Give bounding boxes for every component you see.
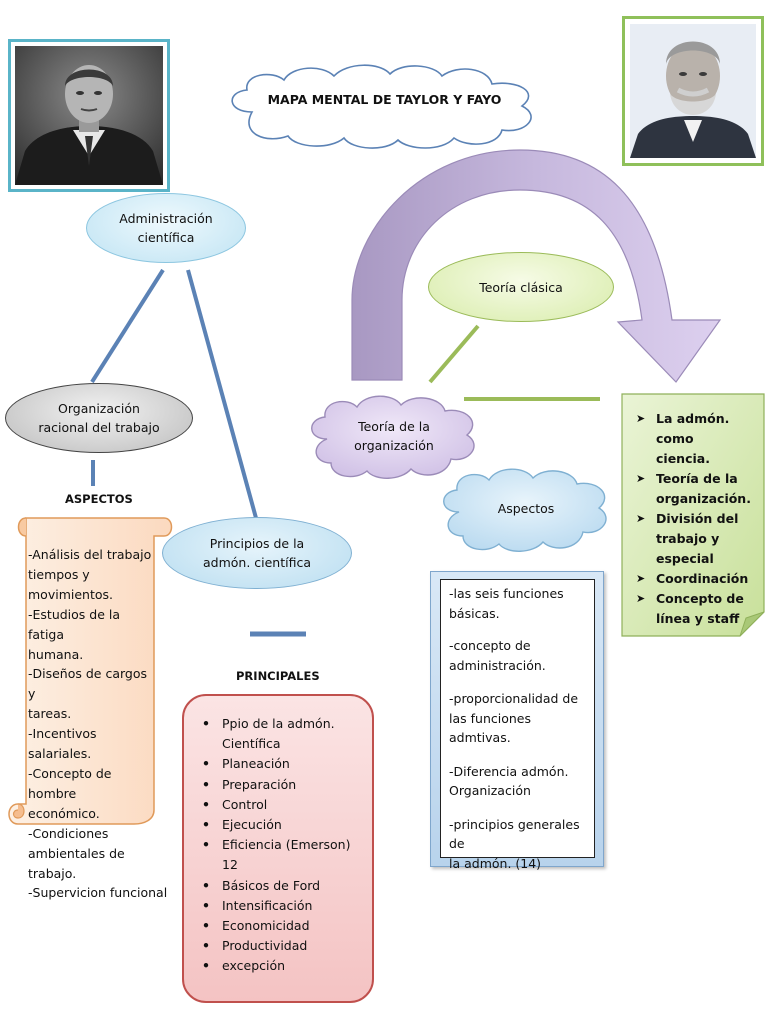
aspectos-line: movimientos.: [28, 586, 113, 602]
funciones-item: -principios generales de la admón. (14): [449, 816, 580, 871]
aspectos-line: -Estudios de la fatiga: [28, 606, 121, 642]
funciones-list: -las seis funciones básicas. -concepto d…: [449, 584, 594, 873]
principales-item: Planeación: [190, 754, 370, 774]
aspectos-line: tareas.: [28, 706, 72, 722]
principales-item: Productividad: [190, 936, 370, 956]
aspectos-line: -Incentivos salariales.: [28, 726, 97, 762]
aspectos-cloud-shape: [443, 468, 607, 552]
node-teoria-organizacion-label: Teoría de la organización: [354, 419, 434, 453]
aspectos-line: -Concepto de hombre: [28, 765, 112, 801]
node-administracion-cientifica-label: Administración científica: [119, 211, 213, 245]
fayol-item: División del trabajo y especial: [636, 509, 760, 569]
principales-item: excepción: [190, 956, 370, 976]
aspectos-line: económico.: [28, 805, 100, 821]
principales-item: Control: [190, 795, 370, 815]
principales-item: Ppio de la admón. Científica: [190, 714, 370, 754]
portrait-photo-taylor: [15, 46, 163, 185]
connector-admin-principios: [186, 269, 258, 519]
aspectos-line: -Análisis del trabajo: [28, 547, 152, 562]
principales-heading: PRINCIPALES: [236, 669, 320, 683]
principales-item: Eficiencia (Emerson) 12: [190, 835, 370, 875]
node-principios-label: Principios de la admón. científica: [202, 536, 312, 570]
fayol-list: La admón. como ciencia. Teoría de la org…: [636, 409, 760, 629]
principales-list: Ppio de la admón. Científica Planeación …: [190, 714, 370, 977]
portrait-photo-fayol: [630, 24, 756, 158]
teoria-organizacion-cloud-shape: [311, 395, 475, 479]
node-teoria-clasica: Teoría clásica: [428, 252, 614, 322]
node-aspectos-cloud-label: Aspectos: [497, 500, 555, 516]
page-title: MAPA MENTAL DE TAYLOR Y FAYO: [267, 92, 502, 107]
node-administracion-cientifica: Administración científica: [86, 193, 246, 263]
aspectos-scroll-shape: [8, 517, 173, 825]
principales-item: Ejecución: [190, 815, 370, 835]
aspectos-heading: ASPECTOS: [65, 492, 133, 506]
aspectos-line: -Supervicion funcional: [28, 885, 168, 901]
aspectos-line: humana.: [28, 646, 84, 662]
principales-item: Intensificación: [190, 896, 370, 916]
fayol-item: Concepto de línea y staff: [636, 589, 760, 629]
taylor-photo-frame: [8, 39, 170, 192]
principales-item: Economicidad: [190, 916, 370, 936]
fayol-item: Teoría de la organización.: [636, 469, 760, 509]
principales-item: Básicos de Ford: [190, 876, 370, 896]
fayol-item: Coordinación: [636, 569, 760, 589]
aspectos-line: -Condiciones: [28, 825, 109, 841]
title-cloud-shape: [231, 64, 532, 149]
node-organizacion-racional: Organización racional del trabajo: [5, 383, 193, 453]
aspectos-line: ambientales de: [28, 845, 125, 861]
funciones-item: -proporcionalidad de las funciones admti…: [449, 691, 579, 745]
funciones-item: -Diferencia admón. Organización: [449, 763, 569, 799]
connector-admin-organizacion: [90, 268, 165, 384]
funciones-item: -las seis funciones básicas.: [449, 586, 564, 621]
aspectos-line: tiempos y: [28, 566, 90, 582]
node-teoria-clasica-label: Teoría clásica: [479, 279, 563, 295]
fayol-photo-frame: [622, 16, 764, 166]
fayol-item: La admón. como ciencia.: [636, 409, 760, 469]
node-organizacion-racional-label: Organización racional del trabajo: [38, 401, 160, 435]
aspectos-line: trabajo.: [28, 865, 77, 881]
principales-item: Preparación: [190, 775, 370, 795]
funciones-box-inner: [440, 579, 595, 858]
aspectos-line: -Diseños de cargos y: [28, 666, 148, 702]
node-aspectos-cloud: Aspectos: [437, 470, 615, 546]
node-teoria-organizacion: Teoría de la organización: [305, 398, 483, 474]
funciones-item: -concepto de administración.: [449, 638, 546, 673]
aspectos-list: -Análisis del trabajo tiempos y movimien…: [28, 545, 168, 903]
node-principios: Principios de la admón. científica: [162, 517, 352, 589]
connector-clasica-organizacion: [428, 324, 480, 384]
